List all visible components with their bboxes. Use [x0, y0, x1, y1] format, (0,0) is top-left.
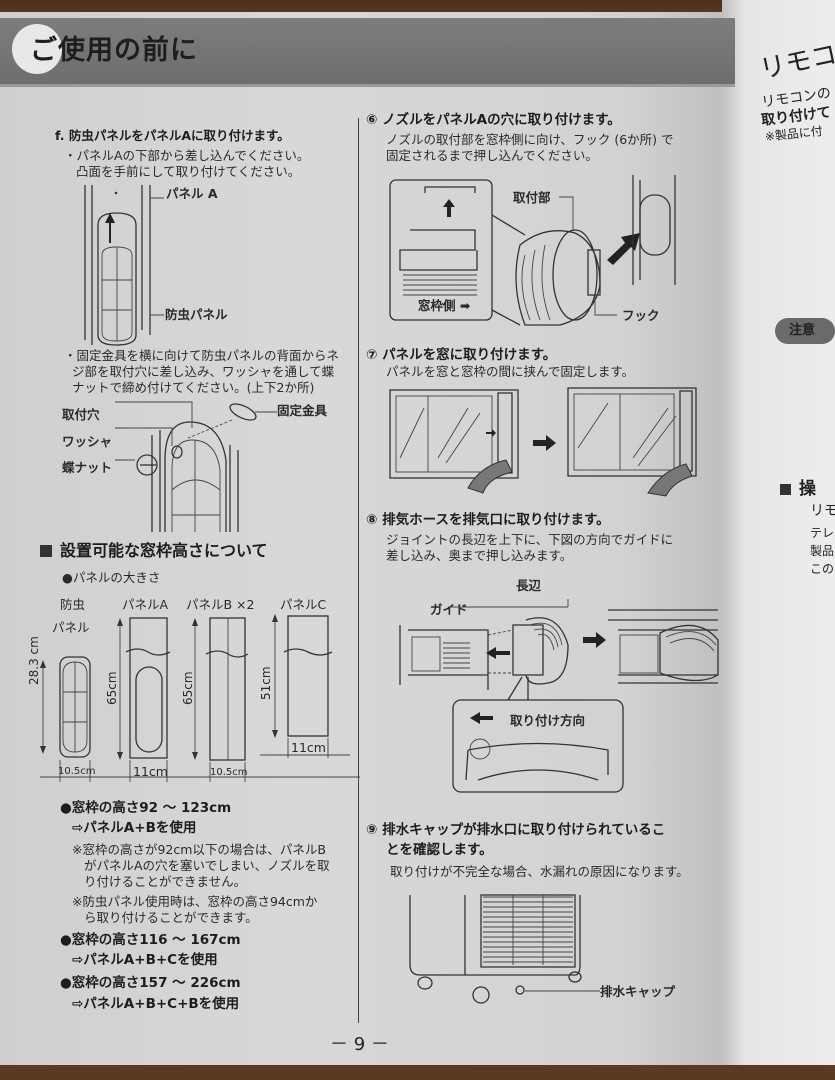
- page-number: － 9 －: [330, 1034, 389, 1055]
- label-mount-hole: 取付穴: [62, 407, 100, 422]
- section-title-window-heights: 設置可能な窓枠高さについて: [40, 543, 268, 559]
- dim-panel-b-height: 65cm: [181, 671, 195, 705]
- page-title: ご使用の前に: [30, 35, 198, 66]
- label-window-side: 窓枠側 ➡: [418, 298, 471, 313]
- dim-panel-a-width: 11cm: [133, 764, 168, 779]
- section-title-text: 設置可能な窓枠高さについて: [60, 541, 268, 560]
- range-2: ●窓枠の高さ116 ～ 167cm: [60, 932, 241, 948]
- notice-badge: 注意: [775, 318, 835, 344]
- range-1-note-4: ※防虫パネル使用時は、窓枠の高さ94cmか: [72, 894, 318, 909]
- column-divider: [358, 118, 359, 1023]
- step7-title: ⑦ パネルを窓に取り付けます。: [366, 347, 557, 363]
- panel-dimensions-diagram: [40, 614, 360, 782]
- next-page-section: 操: [780, 474, 816, 499]
- range-2-use: ⇨パネルA+B+Cを使用: [72, 952, 218, 968]
- range-1-note-1: ※窓枠の高さが92cm以下の場合は、パネルB: [72, 842, 327, 857]
- label-guide: ガイド: [430, 602, 468, 617]
- window-mount-illustration: [389, 387, 697, 497]
- step-f-bullet1-line2: 凸面を手前にして取り付けてください。: [76, 164, 301, 179]
- range-1-use: ⇨パネルA+Bを使用: [72, 820, 197, 836]
- label-wing-nut: 蝶ナット: [62, 460, 113, 475]
- step9-title-line2: とを確認します。: [386, 842, 493, 858]
- range-3-use: ⇨パネルA+B+C+Bを使用: [72, 996, 240, 1012]
- dim-panel-a-height: 65cm: [105, 671, 119, 705]
- label-install-direction: 取り付け方向: [510, 713, 586, 728]
- panel-sizes-subtitle: ●パネルの大きさ: [62, 570, 161, 585]
- panel-name-insect-1: 防虫: [60, 597, 86, 612]
- label-hook: フック: [622, 308, 660, 323]
- range-1: ●窓枠の高さ92 ～ 123cm: [60, 800, 232, 816]
- step8-line2: 差し込み、奥まで押し込みます。: [386, 548, 573, 563]
- step7-line1: パネルを窓と窓枠の間に挟んで固定します。: [386, 364, 635, 379]
- step9-title-line1: ⑨ 排水キャップが排水口に取り付けられているこ: [366, 822, 666, 838]
- panel-name-a: パネルA: [122, 597, 169, 612]
- label-drain-cap: 排水キャップ: [600, 984, 676, 999]
- square-bullet-icon: [780, 484, 791, 495]
- dim-panel-c-height: 51cm: [259, 666, 273, 700]
- table-surface-bottom: [0, 1065, 835, 1080]
- step-f-bullet2-line1: ・固定金具を横に向けて防虫パネルの背面からネ: [64, 348, 340, 363]
- nozzle-illustration: [389, 175, 676, 326]
- drain-cap-illustration: [409, 894, 600, 1004]
- dim-insect-height: 28.3 cm: [27, 636, 41, 685]
- step8-title: ⑧ 排気ホースを排気口に取り付けます。: [366, 512, 610, 528]
- range-1-note-5: ら取り付けることができます。: [84, 910, 258, 925]
- step-f-bullet2-line3: ナットで締め付けてください。(上下2か所): [72, 380, 315, 395]
- bracket-fastening-illustration: [115, 401, 257, 532]
- header-circle-decoration: [12, 24, 62, 74]
- leader-lines: [150, 197, 164, 316]
- next-page-section-text: 操: [799, 479, 816, 499]
- header-band: [0, 18, 735, 87]
- label-panel-a: パネル A: [166, 186, 218, 201]
- step6-line2: 固定されるまで押し込んでください。: [386, 148, 598, 163]
- bracket-leader: [255, 411, 277, 413]
- panel-name-b: パネルB ×2: [186, 597, 255, 612]
- range-1-note-2: がパネルAの穴を塞いでしまい、ノズルを取: [84, 858, 330, 873]
- range-1-note-3: り付けることができません。: [84, 874, 247, 889]
- square-bullet-icon: [40, 545, 52, 557]
- insect-panel-insert-illustration: [84, 185, 151, 346]
- step6-line1: ノズルの取付部を窓枠側に向け、フック (6か所) で: [386, 132, 674, 147]
- step-f-bullet2-line2: ジ部を取付穴に差し込み、ワッシャを通して蝶: [72, 364, 335, 379]
- step-f-bullet1-line1: ・パネルAの下部から差し込んでください。: [64, 148, 310, 163]
- step-f-title: f. 防虫パネルをパネルAに取り付けます。: [55, 128, 290, 143]
- step8-line1: ジョイントの長辺を上下に、下図の方向でガイドに: [386, 532, 674, 547]
- step6-title: ⑥ ノズルをパネルAの穴に取り付けます。: [366, 112, 621, 128]
- manual-page: [0, 12, 735, 1070]
- next-page-s2: テレ: [810, 526, 835, 540]
- dim-insect-width: 10.5cm: [58, 766, 96, 777]
- next-page-s3: 製品: [810, 544, 835, 558]
- next-page-s4: この: [810, 562, 835, 576]
- panel-name-c: パネルC: [280, 597, 327, 612]
- dim-panel-c-width: 11cm: [291, 740, 326, 755]
- label-insect-panel: 防虫パネル: [165, 307, 228, 322]
- label-washer: ワッシャ: [62, 434, 113, 449]
- next-page-s1: リモ: [810, 503, 835, 519]
- step9-line1: 取り付けが不完全な場合、水漏れの原因になります。: [390, 864, 689, 879]
- panel-name-insect-2: パネル: [52, 620, 90, 635]
- label-mount-part: 取付部: [513, 190, 551, 205]
- range-3: ●窓枠の高さ157 ～ 226cm: [60, 975, 241, 991]
- next-page-edge: [722, 0, 835, 1080]
- label-long-side: 長辺: [516, 578, 542, 593]
- label-bracket: 固定金具: [277, 403, 328, 418]
- dim-panel-b-width: 10.5cm: [210, 767, 248, 778]
- exhaust-hose-illustration: [399, 599, 719, 793]
